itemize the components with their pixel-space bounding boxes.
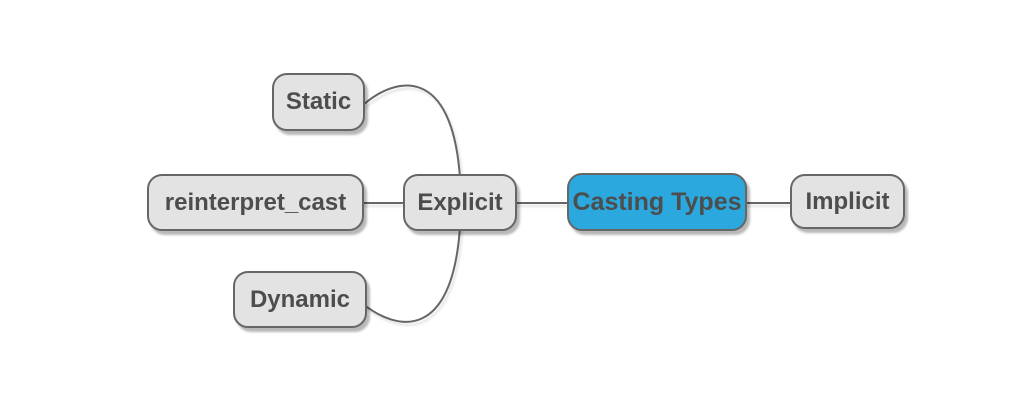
node-casting-types-root: Casting Types: [567, 173, 747, 231]
node-explicit: Explicit: [403, 174, 517, 231]
node-implicit: Implicit: [790, 174, 905, 229]
node-static: Static: [272, 73, 365, 131]
node-reinterpret-cast: reinterpret_cast: [147, 174, 364, 231]
edge-explicit-static: [361, 84, 461, 179]
node-dynamic: Dynamic: [233, 271, 367, 328]
edge-explicit-dynamic: [362, 226, 461, 323]
